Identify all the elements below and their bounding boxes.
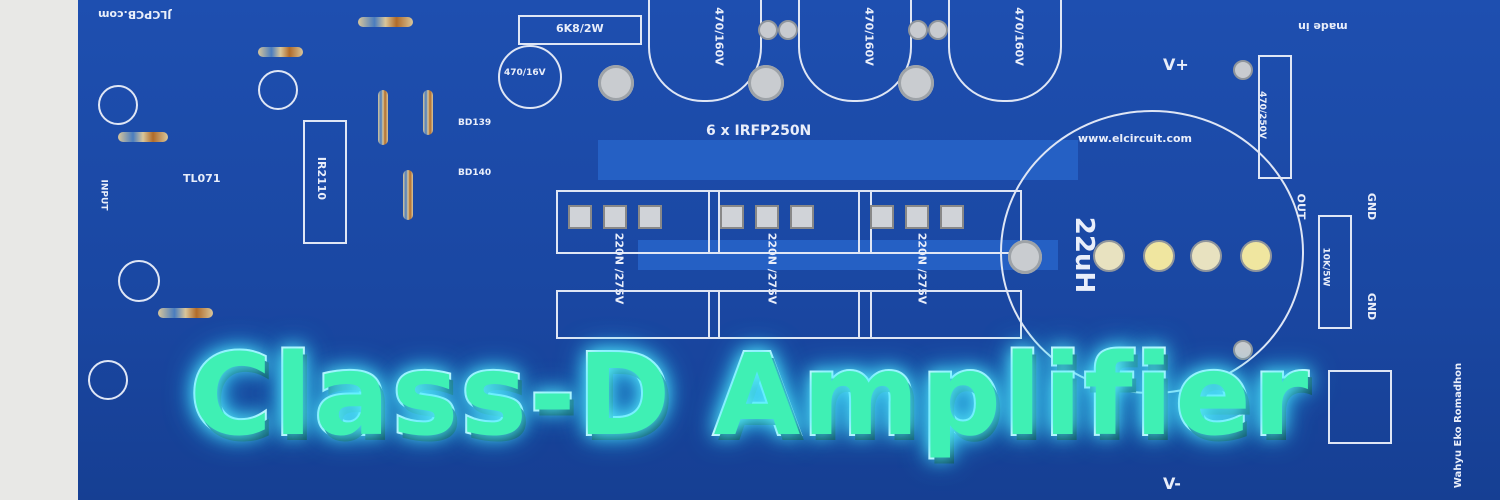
- pad: [928, 20, 948, 40]
- mounting-hole: [898, 65, 934, 101]
- pad: [1233, 340, 1253, 360]
- capacitor-outline: [98, 85, 138, 125]
- made-in-label: made in: [1298, 20, 1348, 33]
- mounting-hole: [748, 65, 784, 101]
- pad: [790, 205, 814, 229]
- capacitor-outline: [798, 0, 912, 102]
- vplus-label: V+: [1163, 55, 1189, 74]
- capacitor-outline: [498, 45, 562, 109]
- cap-label: 470/160V: [712, 7, 726, 66]
- resistor: [423, 90, 433, 135]
- ic-label: TL071: [183, 172, 221, 185]
- resistor-outline: [518, 15, 642, 45]
- pad: [1143, 240, 1175, 272]
- capacitor-outline: [648, 0, 762, 102]
- resistor: [118, 132, 168, 142]
- pad: [940, 205, 964, 229]
- resistor-outline: [1318, 215, 1352, 329]
- pad: [778, 20, 798, 40]
- gnd-label: GND: [1365, 192, 1379, 221]
- out-label: OUT: [1294, 193, 1308, 220]
- inductor-outline: [1000, 110, 1304, 394]
- resistor-label: 6K8/2W: [556, 22, 604, 35]
- pcb-board: 470/160V 470/160V 470/160V 6K8/2W 470/16…: [78, 0, 1500, 500]
- mosfet-outline: [708, 290, 872, 339]
- capacitor-outline: [1258, 55, 1292, 179]
- gnd-label: GND: [1365, 292, 1379, 321]
- capacitor-outline: [258, 70, 298, 110]
- cap-label: 470/160V: [1012, 7, 1026, 66]
- capacitor-outline: [948, 0, 1062, 102]
- pad: [1093, 240, 1125, 272]
- capacitor-outline: [88, 360, 128, 400]
- mosfet-outline: [556, 190, 720, 254]
- pad: [908, 20, 928, 40]
- resistor: [158, 308, 213, 318]
- mosfet-outline: [556, 290, 720, 339]
- input-label: INPUT: [98, 179, 109, 211]
- cap-label: 470/16V: [504, 68, 546, 78]
- pad: [870, 205, 894, 229]
- resistor: [258, 47, 303, 57]
- resistor-label: 10K/5W: [1320, 247, 1331, 287]
- pad: [638, 205, 662, 229]
- ic-label: IR2110: [315, 156, 329, 201]
- pad: [1233, 60, 1253, 80]
- pad: [720, 205, 744, 229]
- resistor: [358, 17, 413, 27]
- ic-outline: [303, 120, 347, 244]
- cap-label: 470/160V: [862, 7, 876, 66]
- pad: [905, 205, 929, 229]
- pad: [568, 205, 592, 229]
- copper-trace: [598, 140, 1078, 180]
- capacitor-outline: [118, 260, 160, 302]
- website-label: www.elcircuit.com: [1078, 132, 1193, 145]
- pad: [758, 20, 778, 40]
- resistor: [403, 170, 413, 220]
- transistor-label: BD139: [458, 118, 492, 128]
- mosfet-label: 6 x IRFP250N: [706, 123, 812, 139]
- fab-label: JLCPCB.com: [98, 8, 172, 21]
- overlay-title: Class-D Amplifier: [188, 331, 1311, 461]
- mounting-hole: [1008, 240, 1042, 274]
- cap-label: 470/250V: [1256, 91, 1267, 139]
- mounting-hole: [598, 65, 634, 101]
- resistor: [378, 90, 388, 145]
- transistor-label: BD140: [458, 168, 492, 178]
- pad: [755, 205, 779, 229]
- pad: [1240, 240, 1272, 272]
- logo-outline: [1328, 370, 1392, 444]
- vminus-label: V-: [1163, 474, 1181, 493]
- pad: [1190, 240, 1222, 272]
- pad: [603, 205, 627, 229]
